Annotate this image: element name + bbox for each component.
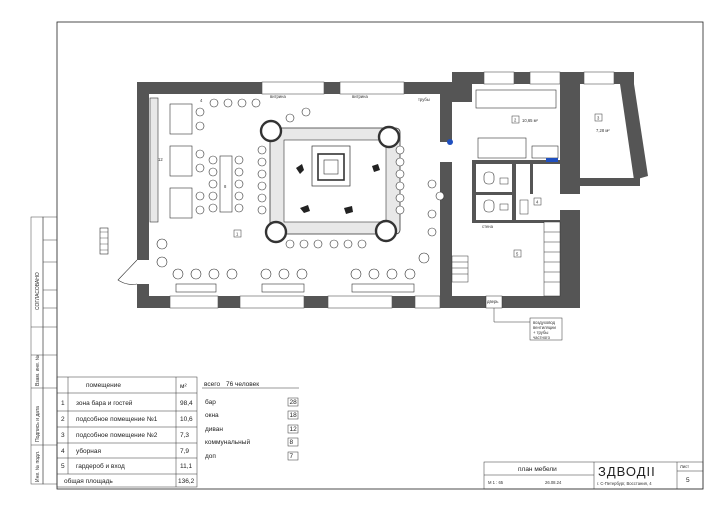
lounge-tables bbox=[169, 98, 261, 219]
label-area-2: 10,65 м² bbox=[522, 118, 539, 123]
vent-note-3: + трубы bbox=[533, 330, 548, 335]
seats-value-box bbox=[287, 397, 299, 407]
rooms-header-area: м² bbox=[180, 383, 187, 390]
vent-note-box bbox=[529, 317, 563, 341]
rooms-row-num: 3 bbox=[61, 432, 65, 439]
seats-row-value: 8 bbox=[290, 439, 294, 446]
rooms-row-area: 11,1 bbox=[180, 463, 193, 470]
rooms-row-num: 2 bbox=[61, 416, 65, 423]
windows bbox=[169, 71, 615, 309]
toilet-1 bbox=[483, 171, 495, 185]
label-vitrine-1: витрина bbox=[270, 94, 286, 99]
rooms-row-num: 1 bbox=[61, 400, 65, 407]
title-block-address: г. С-Петербург, Восстания, 4 bbox=[597, 481, 652, 486]
communal-table bbox=[219, 155, 233, 213]
side-stamp-inv-orig: Инв. № подл. bbox=[35, 451, 41, 482]
seats-row-value: 12 bbox=[290, 426, 298, 433]
title-block-date: 26.08.24 bbox=[545, 480, 562, 485]
seats-total-value: 76 человек bbox=[226, 381, 259, 388]
kitchen-counter bbox=[475, 89, 557, 109]
rooms-row-name: подсобное помещение №1 bbox=[76, 415, 158, 423]
label-area-3: 7,28 м² bbox=[596, 128, 610, 133]
room-tag-4: 4 bbox=[536, 200, 539, 205]
title-block-scale: М 1 : 65 bbox=[488, 480, 504, 485]
window-seats bbox=[156, 179, 445, 293]
side-stamp-agreed: СОГЛАСОВАНО bbox=[35, 272, 41, 310]
vent-note-4: частного bbox=[533, 335, 551, 340]
side-stamp-sign-date: Подпись и дата bbox=[35, 406, 41, 442]
rooms-total-label: общая площадь bbox=[64, 477, 113, 485]
rooms-row-num: 5 bbox=[61, 463, 65, 470]
stairs bbox=[451, 221, 561, 297]
seats-row-value: 7 bbox=[290, 453, 294, 460]
entrance-door-swing bbox=[117, 259, 138, 285]
label-mark-4: 4 bbox=[200, 98, 203, 103]
rooms-row-name: гардероб и вход bbox=[76, 462, 125, 470]
rooms-row-area: 10,6 bbox=[180, 416, 193, 423]
room-tags bbox=[233, 113, 603, 258]
label-vitrine-2: витрина bbox=[352, 94, 368, 99]
sheet-label: Лист bbox=[680, 464, 689, 469]
seats-row-name: доп bbox=[205, 453, 216, 460]
bar-stools bbox=[257, 107, 405, 249]
seats-value-box bbox=[287, 410, 299, 420]
label-mark-12: 12 bbox=[158, 157, 163, 162]
sheet-number: 5 bbox=[686, 477, 690, 484]
coat-rack bbox=[99, 227, 109, 255]
room-tag-3: 3 bbox=[597, 116, 600, 121]
label-pipe: трубы bbox=[418, 97, 430, 102]
side-stamp-inv-sub: Взам. инв. № bbox=[35, 355, 41, 386]
seats-value-box bbox=[287, 437, 299, 447]
bartender-figures bbox=[296, 164, 380, 214]
room-tag-5: 5 bbox=[516, 252, 519, 257]
label-wall: стена bbox=[482, 224, 494, 229]
rooms-row-area: 98,4 bbox=[180, 400, 193, 407]
seats-row-name: коммунальный bbox=[205, 438, 250, 446]
rooms-row-name: подсобное помещение №2 bbox=[76, 431, 158, 439]
rooms-header-name: помещение bbox=[86, 382, 121, 389]
room-tag-2: 2 bbox=[514, 118, 517, 123]
seats-row-name: бар bbox=[205, 398, 216, 406]
seats-total-label: всего bbox=[204, 381, 220, 388]
vent-note-1: воздуховод bbox=[533, 320, 556, 325]
brand-logo: ЗДВОДІІ bbox=[598, 464, 656, 479]
rooms-total-value: 136,2 bbox=[178, 478, 195, 485]
communal-stools bbox=[208, 155, 244, 213]
title-block bbox=[483, 461, 704, 490]
title-block-title: план мебели bbox=[518, 465, 557, 473]
rooms-row-name: уборная bbox=[76, 447, 101, 455]
rooms-row-area: 7,3 bbox=[180, 432, 189, 439]
sofa bbox=[149, 97, 159, 223]
label-door: дверь bbox=[487, 299, 499, 304]
floor-plan: витрина витрина трубы 10,65 м² 7,28 м² 1… bbox=[99, 71, 648, 341]
seats-value-box bbox=[287, 451, 299, 461]
columns bbox=[259, 119, 401, 244]
seats-row-name: окна bbox=[205, 412, 219, 419]
room-tag-1: 1 bbox=[236, 232, 239, 237]
toilet-2 bbox=[483, 199, 495, 213]
rooms-row-area: 7,9 bbox=[180, 448, 189, 455]
rooms-row-name: зона бара и гостей bbox=[76, 399, 133, 407]
rooms-table bbox=[56, 376, 198, 488]
vent-note-2: вентиляции bbox=[533, 325, 557, 330]
rooms-row-num: 4 bbox=[61, 448, 65, 455]
seats-row-value: 18 bbox=[290, 412, 298, 419]
seats-value-box bbox=[287, 424, 299, 434]
seats-row-value: 28 bbox=[290, 399, 298, 406]
label-mark-8: 8 bbox=[224, 184, 227, 189]
seats-row-name: диван bbox=[205, 426, 223, 433]
side-stamp bbox=[30, 216, 58, 485]
